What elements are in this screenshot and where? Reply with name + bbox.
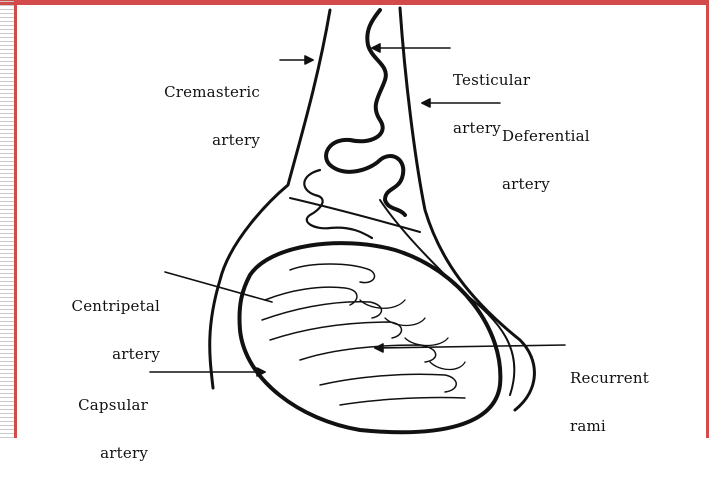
label-recurrent-line1: Recurrent [570,370,649,386]
recurrent-rami [360,300,465,370]
label-deferential-line2: artery [502,176,590,192]
label-deferential-line1: Deferential [502,128,590,144]
label-centripetal-line1: Centripetal [10,298,160,314]
label-cremasteric: Cremasteric artery [110,52,260,164]
label-recurrent-line2: rami [570,418,649,434]
testicular-artery-line [326,10,405,215]
label-capsular-line2: artery [0,445,148,461]
label-centripetal-line2: artery [10,346,160,362]
label-testicular-line1: Testicular [453,72,530,88]
label-capsular: Capsular artery [0,365,148,477]
centripetal-leader [165,272,272,302]
label-recurrent: Recurrent rami [570,338,649,450]
deferential-inner-line [380,200,514,395]
label-capsular-line1: Capsular [0,397,148,413]
label-cremasteric-line2: artery [110,132,260,148]
label-deferential: Deferential artery [502,96,590,208]
label-cremasteric-line1: Cremasteric [110,84,260,100]
centripetal-arteries [262,264,465,405]
label-centripetal: Centripetal artery [10,266,160,378]
